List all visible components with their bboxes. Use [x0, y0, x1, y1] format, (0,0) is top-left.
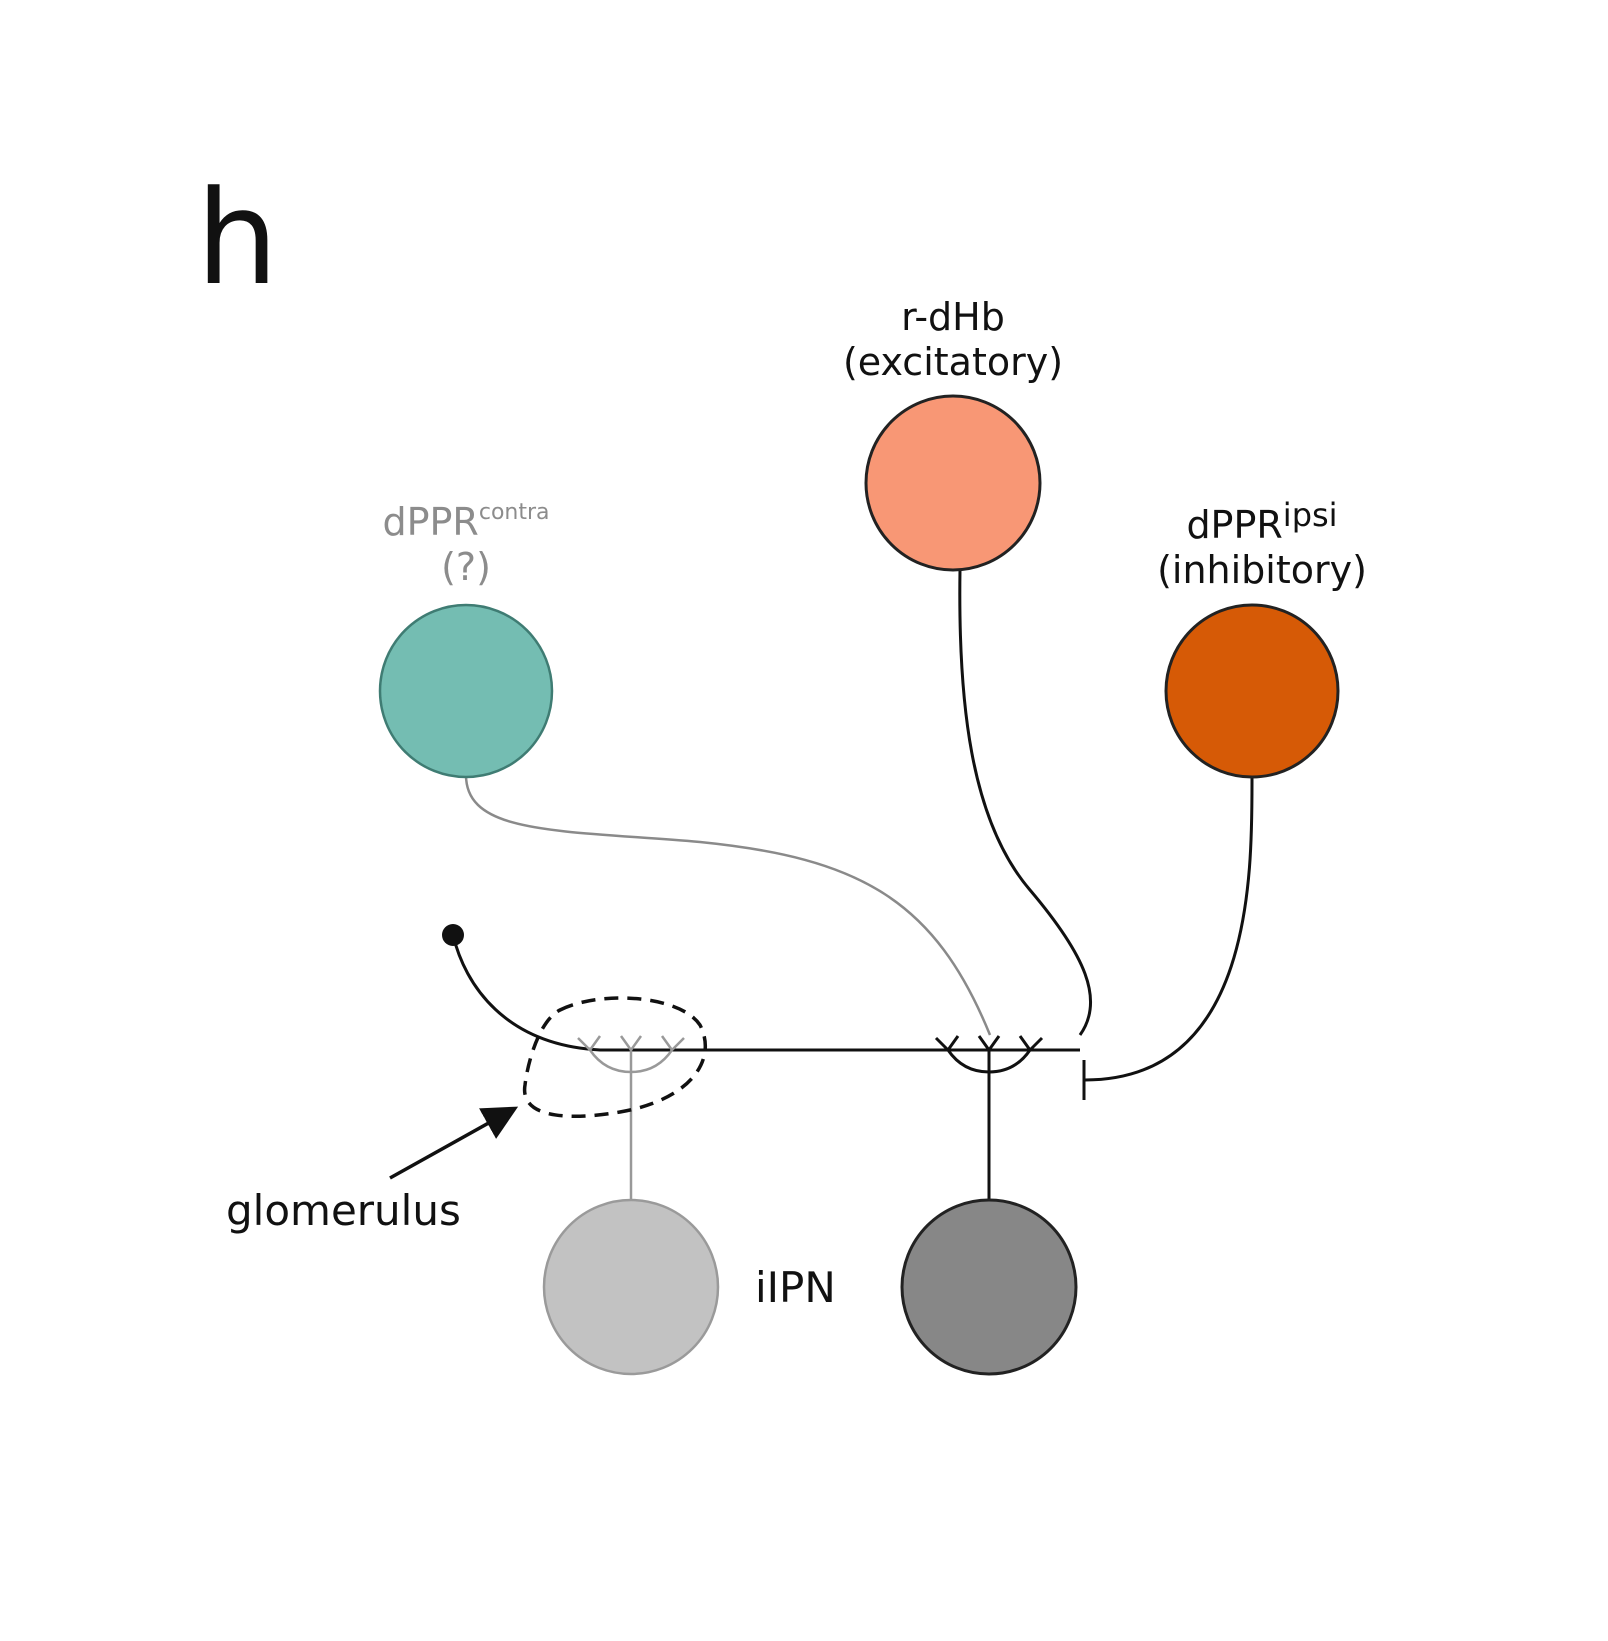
- dppr-contra-axon: [464, 774, 992, 1036]
- dppr-ipsi-role: (inhibitory): [1157, 548, 1367, 592]
- r-dhb-axon: [958, 569, 1093, 1036]
- ipn-right-neuron: [900, 1198, 1078, 1376]
- glomerulus-arrow: [389, 1106, 519, 1180]
- dppr-ipsi-superscript: ipsi: [1283, 496, 1338, 534]
- ipn-label: iIPN: [755, 1263, 836, 1312]
- dppr-contra-superscript: contra: [479, 500, 550, 525]
- dppr-contra-role: (?): [441, 545, 491, 589]
- ipn-left-neuron: [542, 1198, 720, 1376]
- r-dhb-name: r-dHb: [901, 295, 1005, 339]
- r-dhb-role: (excitatory): [843, 340, 1063, 384]
- ipn-left-dendrites: [577, 1035, 685, 1200]
- dppr-contra-label: dPPRcontra: [382, 500, 549, 544]
- dppr-contra-neuron: [378, 603, 554, 779]
- panel-letter: h: [196, 162, 278, 314]
- main-axon: [451, 934, 1080, 1052]
- dppr-ipsi-neuron: [1164, 603, 1340, 779]
- dppr-contra-name: dPPR: [382, 500, 478, 544]
- dppr-ipsi-name: dPPR: [1186, 503, 1282, 547]
- glomerulus-outline: [522, 996, 707, 1118]
- glomerulus-label: glomerulus: [226, 1186, 461, 1235]
- axon-terminal-dot: [442, 924, 464, 946]
- ipn-right-dendrites: [934, 1035, 1044, 1200]
- dppr-ipsi-label: dPPRipsi: [1186, 496, 1337, 547]
- r-dhb-neuron: [864, 394, 1042, 572]
- dppr-ipsi-axon: [1084, 774, 1254, 1082]
